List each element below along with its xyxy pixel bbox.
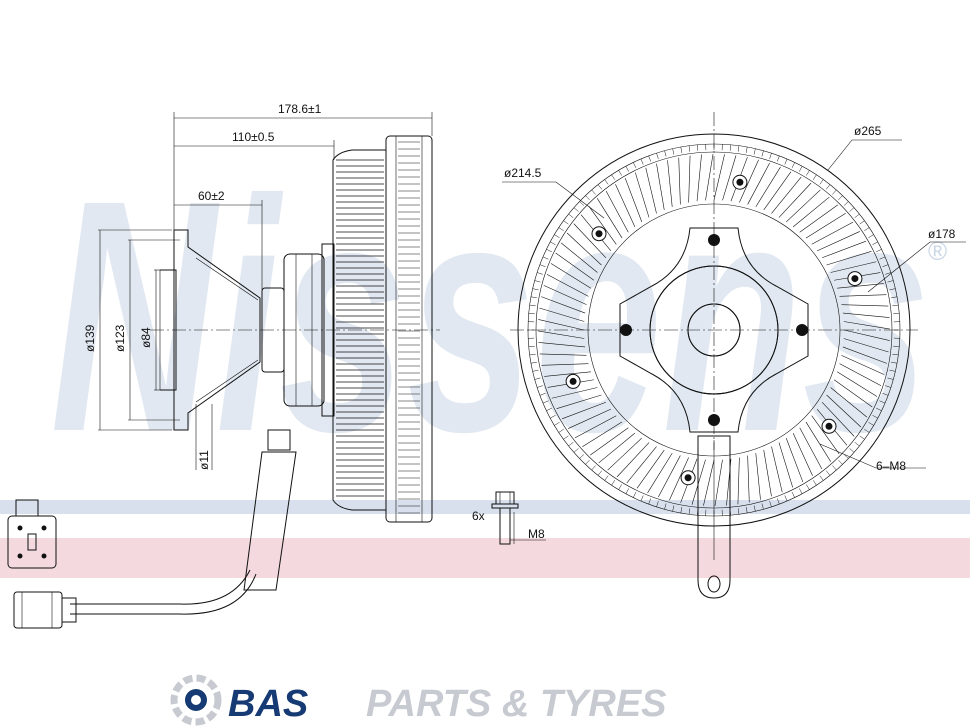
dim-short-length: 60±2 xyxy=(198,189,225,203)
dim-dia-11: ø11 xyxy=(197,450,211,470)
bas-gear-logo-icon xyxy=(170,674,222,726)
bolt-holes xyxy=(565,174,863,486)
footer-brand: BAS PARTS & TYRES xyxy=(170,674,667,726)
connector-bottom xyxy=(13,591,77,629)
bolt-qty: 6x xyxy=(472,509,485,523)
watermark-text: Nissens xyxy=(50,131,930,500)
front-view: ø265 ø214.5 ø178 6–M8 xyxy=(502,112,966,599)
dim-dia-178: ø178 xyxy=(928,227,956,241)
dim-thread-m8: 6–M8 xyxy=(876,459,906,473)
front-fins xyxy=(528,144,900,516)
dim-dia-265: ø265 xyxy=(854,124,882,138)
watermark-registered: ® xyxy=(928,236,947,266)
dim-overall-length: 178.6±1 xyxy=(278,102,322,116)
dim-dia-139: ø139 xyxy=(83,324,97,352)
bolt-thread: M8 xyxy=(528,527,545,541)
watermark-band-pink xyxy=(0,538,970,578)
dim-dia-214: ø214.5 xyxy=(504,166,542,180)
brand-parts-tyres: PARTS & TYRES xyxy=(366,683,667,725)
dim-middle-length: 110±0.5 xyxy=(232,130,275,144)
brand-bas: BAS xyxy=(228,683,308,725)
connector-top xyxy=(7,499,57,569)
side-fins xyxy=(336,141,420,514)
side-view: 178.6±1 110±0.5 60±2 ø139 ø123 ø84 ø11 xyxy=(7,102,440,629)
dim-dia-123: ø123 xyxy=(113,324,127,352)
bolt-detail: 6x M8 xyxy=(472,491,546,545)
watermark-band-blue xyxy=(0,500,970,514)
dim-dia-84: ø84 xyxy=(139,327,153,348)
